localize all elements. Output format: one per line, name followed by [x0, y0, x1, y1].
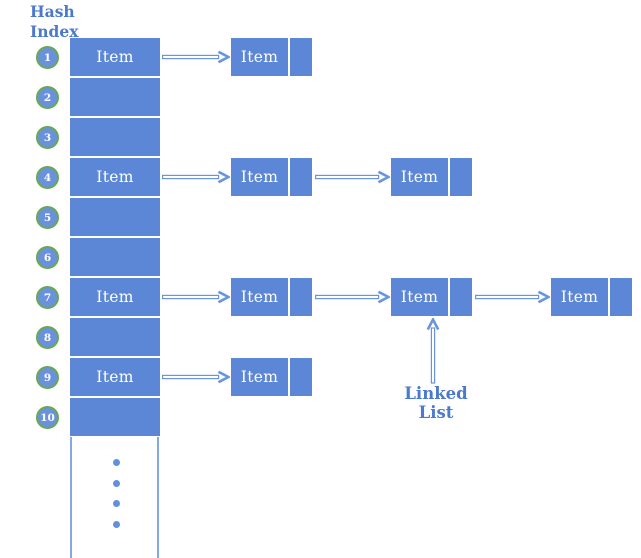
node-item-label: Item	[240, 168, 279, 186]
hash-index-badge-9: 9	[36, 366, 59, 389]
node-next-cell	[290, 38, 312, 76]
node-data-cell: Item	[231, 358, 288, 396]
arrow-up-icon	[426, 318, 440, 384]
hash-index-badge-1: 1	[36, 46, 59, 69]
list-node: Item	[231, 358, 312, 396]
node-data-cell: Item	[231, 278, 288, 316]
linked-list-label: Linked List	[404, 384, 468, 422]
bucket-item-label: Item	[96, 168, 134, 186]
hash-index-badge-4: 4	[36, 166, 59, 189]
node-item-label: Item	[240, 368, 279, 386]
hash-index-badge-8: 8	[36, 326, 59, 349]
node-next-cell	[290, 358, 312, 396]
node-item-label: Item	[400, 288, 439, 306]
bucket-cell-5	[70, 198, 160, 236]
node-next-cell	[290, 158, 312, 196]
hash-index-badge-2: 2	[36, 86, 59, 109]
node-next-cell	[450, 158, 472, 196]
bucket-cell-9: Item	[70, 358, 160, 396]
list-node: Item	[391, 158, 472, 196]
hash-index-badge-3: 3	[36, 126, 59, 149]
arrow-right-icon	[162, 170, 230, 184]
hash-index-badge-10: 10	[36, 406, 59, 429]
bucket-item-label: Item	[96, 288, 134, 306]
arrow-right-icon	[315, 290, 390, 304]
list-node: Item	[231, 158, 312, 196]
bucket-item-label: Item	[96, 368, 134, 386]
ellipsis-dot	[113, 480, 120, 487]
node-next-cell	[450, 278, 472, 316]
arrow-right-icon	[162, 50, 230, 64]
node-data-cell: Item	[551, 278, 608, 316]
title-line-2: Index	[30, 21, 79, 41]
bucket-cell-8	[70, 318, 160, 356]
node-next-cell	[290, 278, 312, 316]
node-data-cell: Item	[231, 158, 288, 196]
node-data-cell: Item	[231, 38, 288, 76]
ellipsis-box	[70, 437, 159, 558]
diagram-title: Hash Index	[30, 2, 78, 41]
bucket-cell-10	[70, 398, 160, 436]
node-next-cell	[610, 278, 632, 316]
bucket-cell-6	[70, 238, 160, 276]
title-line-1: Hash	[30, 2, 75, 21]
list-node: Item	[391, 278, 472, 316]
arrow-right-icon	[162, 370, 230, 384]
bucket-cell-2	[70, 78, 160, 116]
ellipsis-dot	[113, 459, 120, 466]
arrow-right-icon	[162, 290, 230, 304]
node-item-label: Item	[400, 168, 439, 186]
ellipsis-dot	[113, 521, 120, 528]
node-item-label: Item	[560, 288, 599, 306]
list-node: Item	[231, 278, 312, 316]
arrow-right-icon	[315, 170, 390, 184]
bucket-cell-1: Item	[70, 38, 160, 76]
node-item-label: Item	[240, 288, 279, 306]
bucket-cell-3	[70, 118, 160, 156]
hash-index-badge-6: 6	[36, 246, 59, 269]
arrow-right-icon	[475, 290, 550, 304]
node-data-cell: Item	[391, 158, 448, 196]
bucket-cell-4: Item	[70, 158, 160, 196]
node-item-label: Item	[240, 48, 279, 66]
list-node: Item	[231, 38, 312, 76]
bucket-item-label: Item	[96, 48, 134, 66]
bucket-cell-7: Item	[70, 278, 160, 316]
hash-index-badge-7: 7	[36, 286, 59, 309]
ellipsis-dot	[113, 500, 120, 507]
list-node: Item	[551, 278, 632, 316]
hash-index-badge-5: 5	[36, 206, 59, 229]
node-data-cell: Item	[391, 278, 448, 316]
